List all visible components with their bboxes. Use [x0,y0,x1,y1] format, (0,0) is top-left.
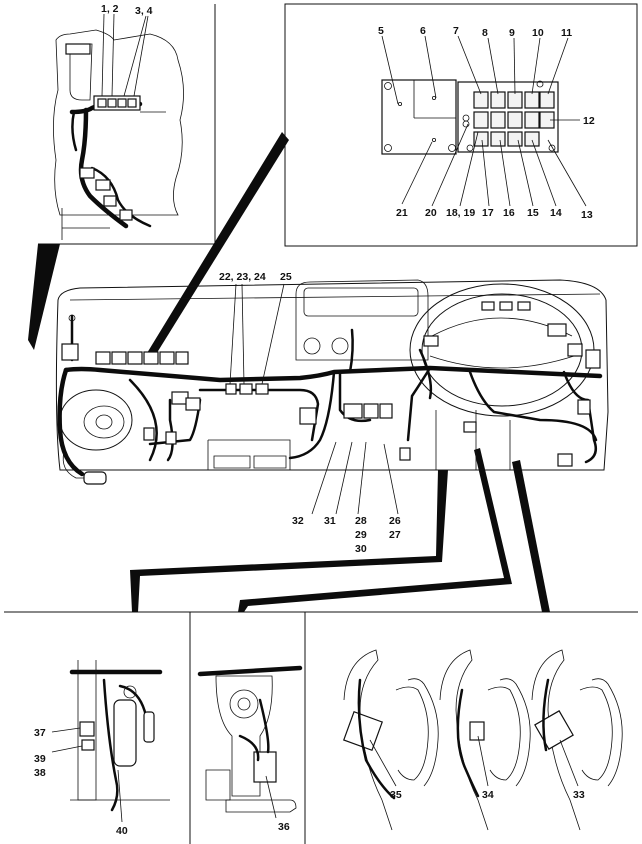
panel-frames [4,3,638,844]
panel-bottom-middle [197,665,303,813]
callout-32: 32 [292,515,304,527]
callout-30: 30 [355,543,367,555]
panel-bottom-right [343,649,623,831]
callout-39: 39 [34,753,46,765]
callout-1-2: 1, 2 [101,3,119,15]
panel-bottom-right-leaders [369,735,579,787]
callout-10: 10 [532,27,544,39]
callout-29: 29 [355,529,367,541]
callout-3-4: 3, 4 [135,5,153,17]
panel-bottom-left [69,660,170,812]
callout-8: 8 [482,27,488,39]
callout-6: 6 [420,25,426,37]
junction-block-inset [381,79,559,155]
steering-wheel [409,283,601,417]
callout-27: 27 [389,529,401,541]
callout-36: 36 [278,821,290,833]
callout-17: 17 [482,207,494,219]
callout-38: 38 [34,767,46,779]
callout-14: 14 [550,207,562,219]
callout-37: 37 [34,727,46,739]
callout-15: 15 [527,207,539,219]
junction-block-leaders [381,35,587,207]
callout-11: 11 [561,27,572,39]
callout-33: 33 [573,789,585,801]
callout-21: 21 [396,207,408,219]
callout-9: 9 [509,27,515,39]
engine-bay-leaders [101,13,149,97]
engine-bay-inset [53,29,184,240]
callout-35: 35 [390,789,402,801]
callout-34: 34 [482,789,494,801]
callout-22-24: 22, 23, 24 [219,271,266,283]
callout-26: 26 [389,515,401,527]
instrument-panel [55,279,609,471]
callout-20: 20 [425,207,437,219]
panel-bottom-left-leaders [51,727,123,823]
callout-31: 31 [324,515,336,527]
callout-7: 7 [453,25,459,37]
callout-18-19: 18, 19 [446,207,475,219]
callout-12: 12 [583,115,595,127]
dashboard-leaders [229,283,399,515]
pointer-wedges [28,132,550,612]
callout-5: 5 [378,25,384,37]
callout-36-leader [265,775,277,819]
callout-16: 16 [503,207,515,219]
main-harness [57,314,603,477]
callout-40: 40 [116,825,128,837]
callout-13: 13 [581,209,593,221]
callout-25: 25 [280,271,292,283]
callout-28: 28 [355,515,367,527]
